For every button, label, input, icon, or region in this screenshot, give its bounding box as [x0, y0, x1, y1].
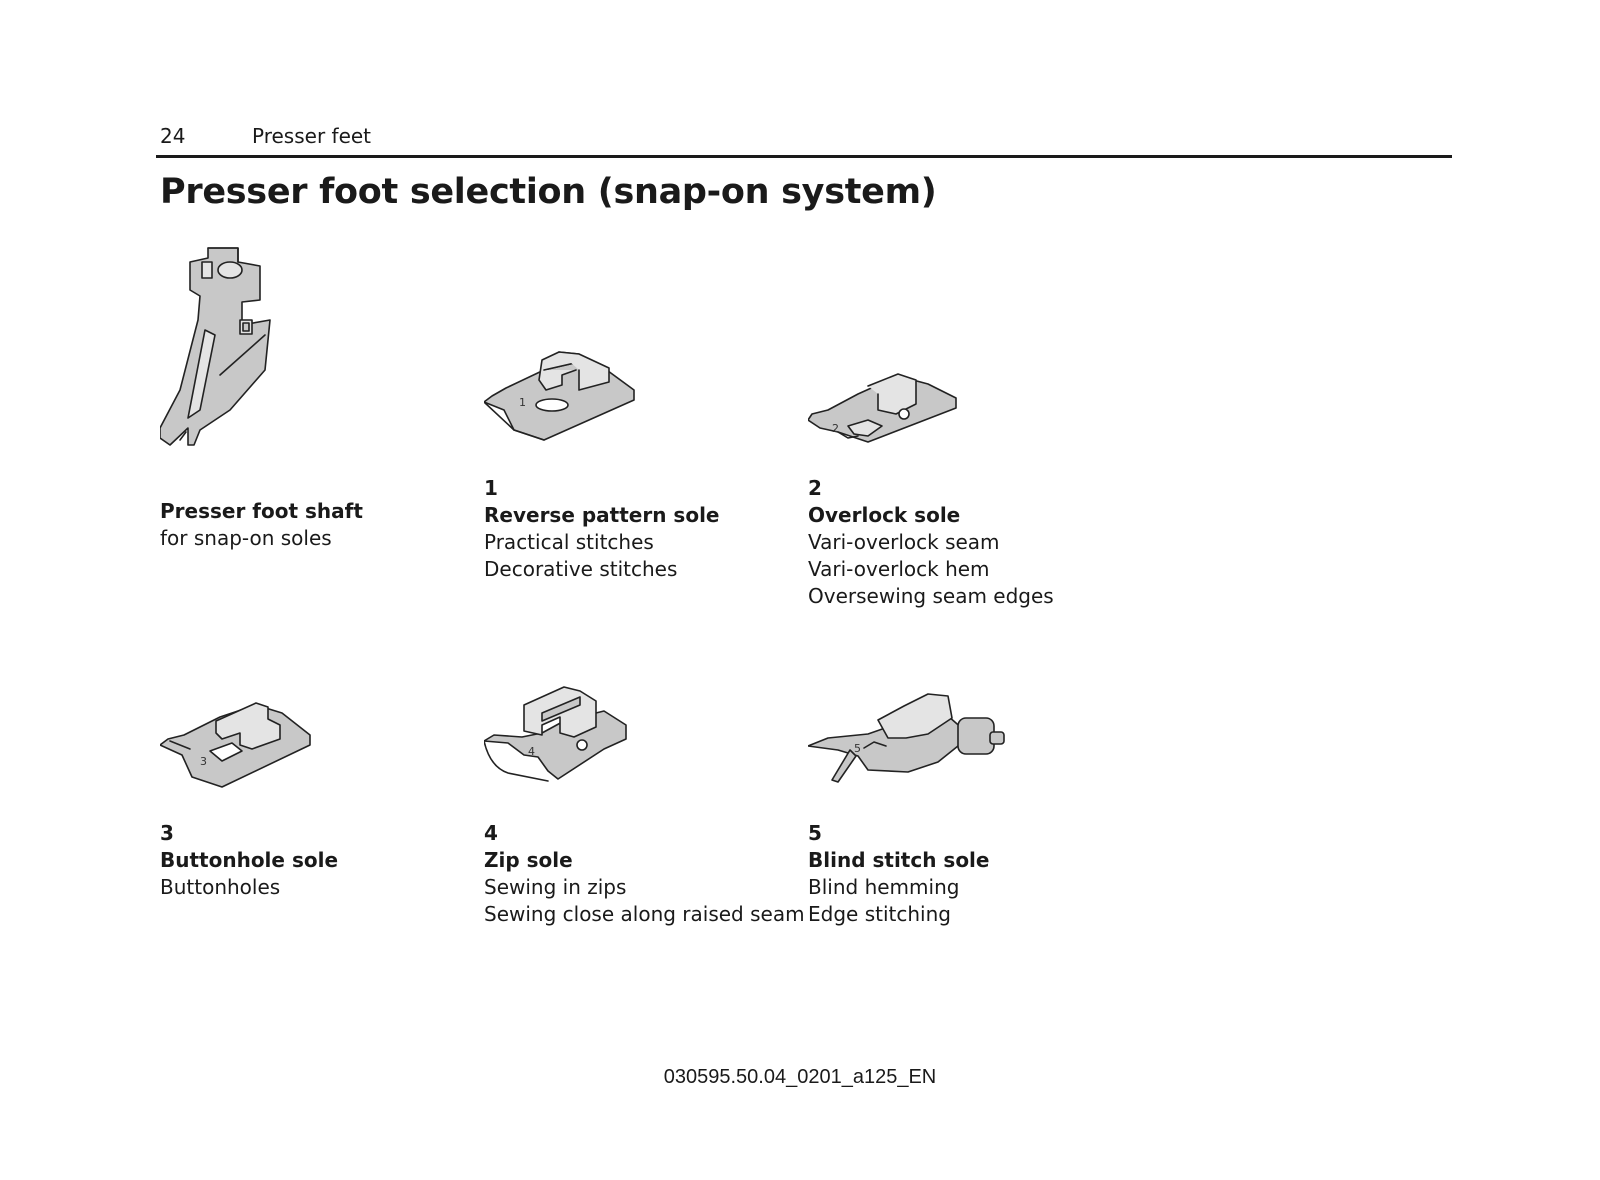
item-number: 1	[484, 476, 498, 500]
item-description: Blind hemming	[808, 875, 960, 899]
item-text: 1 Reverse pattern sole Practical stitche…	[484, 475, 720, 583]
item-description: Sewing close along raised seam	[484, 902, 805, 926]
item-number: 2	[808, 476, 822, 500]
item-description: Oversewing seam edges	[808, 584, 1054, 608]
blind-stitch-sole-illustration: 5	[808, 693, 1005, 783]
item-text: 3 Buttonhole sole Buttonholes	[160, 820, 338, 901]
overlock-sole-illustration: 2	[808, 373, 957, 443]
item-description: Decorative stitches	[484, 557, 678, 581]
presser-foot-shaft-illustration	[160, 247, 271, 446]
reverse-pattern-sole-illustration: 1	[484, 351, 635, 441]
item-number: 3	[160, 821, 174, 845]
item-number: 4	[484, 821, 498, 845]
svg-text:3: 3	[200, 755, 207, 768]
zip-sole-illustration: 4	[484, 686, 627, 782]
page-number: 24	[160, 124, 186, 148]
item-buttonhole-sole: 3 3 Buttonhole sole Buttonholes	[160, 695, 490, 935]
item-name: Overlock sole	[808, 503, 961, 527]
item-name: Blind stitch sole	[808, 848, 990, 872]
item-text: 5 Blind stitch sole Blind hemming Edge s…	[808, 820, 989, 928]
header-rule	[156, 155, 1452, 158]
item-description: Edge stitching	[808, 902, 951, 926]
item-description: Vari-overlock hem	[808, 557, 990, 581]
svg-text:1: 1	[519, 396, 526, 409]
item-blind-stitch-sole: 5 5 Blind stitch sole Blind hemming Edge…	[808, 690, 1138, 940]
item-reverse-pattern-sole: 1 1 Reverse pattern sole Practical stitc…	[484, 350, 814, 590]
item-zip-sole: 4 4 Zip sole Sewing in zips Sewing close…	[484, 683, 814, 943]
buttonhole-sole-illustration: 3	[160, 702, 311, 788]
item-description: Practical stitches	[484, 530, 654, 554]
svg-text:4: 4	[528, 745, 535, 758]
document-code: 030595.50.04_0201_a125_EN	[663, 1066, 937, 1088]
item-overlock-sole: 2 2 Overlock sole Vari-overlock seam Var…	[808, 370, 1138, 620]
page-title: Presser foot selection (snap-on system)	[160, 172, 937, 212]
item-description: Vari-overlock seam	[808, 530, 1000, 554]
item-text: Presser foot shaft for snap-on soles	[160, 498, 363, 552]
item-number: 5	[808, 821, 822, 845]
item-text: 2 Overlock sole Vari-overlock seam Vari-…	[808, 475, 1054, 610]
svg-text:5: 5	[854, 742, 861, 755]
item-name: Reverse pattern sole	[484, 503, 720, 527]
item-name: Buttonhole sole	[160, 848, 339, 872]
item-text: 4 Zip sole Sewing in zips Sewing close a…	[484, 820, 805, 928]
item-presser-foot-shaft: Presser foot shaft for snap-on soles	[160, 240, 490, 570]
item-name: Presser foot shaft	[160, 499, 363, 523]
svg-text:2: 2	[832, 422, 839, 435]
item-description: for snap-on soles	[160, 526, 332, 550]
item-name: Zip sole	[484, 848, 573, 872]
item-description: Sewing in zips	[484, 875, 627, 899]
item-description: Buttonholes	[160, 875, 281, 899]
section-name: Presser feet	[252, 124, 372, 148]
